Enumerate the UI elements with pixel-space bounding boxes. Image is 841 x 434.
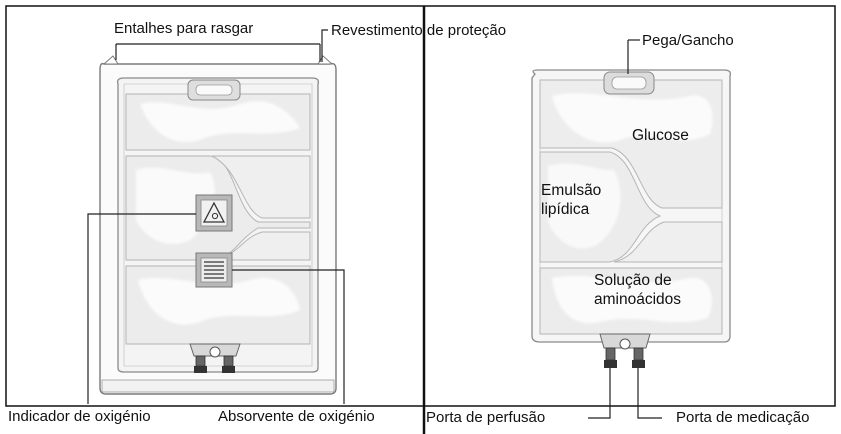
left-ports <box>189 343 241 373</box>
left-leader-lines <box>87 29 345 404</box>
oxygen-indicator-icon <box>195 194 233 232</box>
label-lipid-emulsion: Emulsão lipídica <box>541 182 602 218</box>
label-oxygen-absorber: Absorvente de oxigénio <box>218 408 375 425</box>
right-leader-lines <box>588 39 662 419</box>
right-ports <box>599 333 651 368</box>
three-chamber-bag <box>531 69 732 368</box>
label-medication-port: Porta de medicação <box>676 409 810 426</box>
label-glucose: Glucose <box>632 127 689 144</box>
oxygen-absorber-icon <box>195 252 233 288</box>
label-infusion-port: Porta de perfusão <box>426 409 546 426</box>
outer-frame <box>5 5 836 407</box>
label-amino-acid-solution: Solução de aminoácidos <box>594 272 682 308</box>
label-oxygen-indicator: Indicador de oxigénio <box>8 408 151 425</box>
overwrap-bottom-seal <box>101 379 335 393</box>
overwrapped-bag <box>99 55 337 395</box>
handle-hook-icon <box>603 71 655 95</box>
label-protective-overwrap: Revestimento de proteção <box>331 22 507 39</box>
label-tear-notches: Entalhes para rasgar <box>114 20 254 37</box>
label-handle-hook: Pega/Gancho <box>642 32 734 49</box>
